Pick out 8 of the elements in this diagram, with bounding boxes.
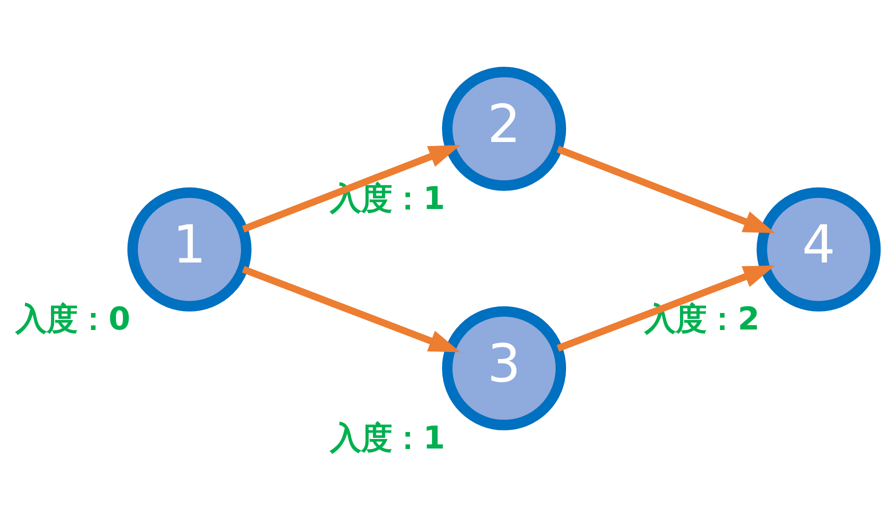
- node-circle: 2: [442, 66, 566, 191]
- node-circle: 4: [756, 187, 881, 312]
- arrow: [556, 146, 776, 234]
- node-circle: 1: [127, 187, 252, 312]
- arrow: [556, 265, 776, 352]
- arrow: [242, 145, 460, 232]
- arrow: [242, 266, 460, 352]
- node-circle: 3: [442, 306, 566, 430]
